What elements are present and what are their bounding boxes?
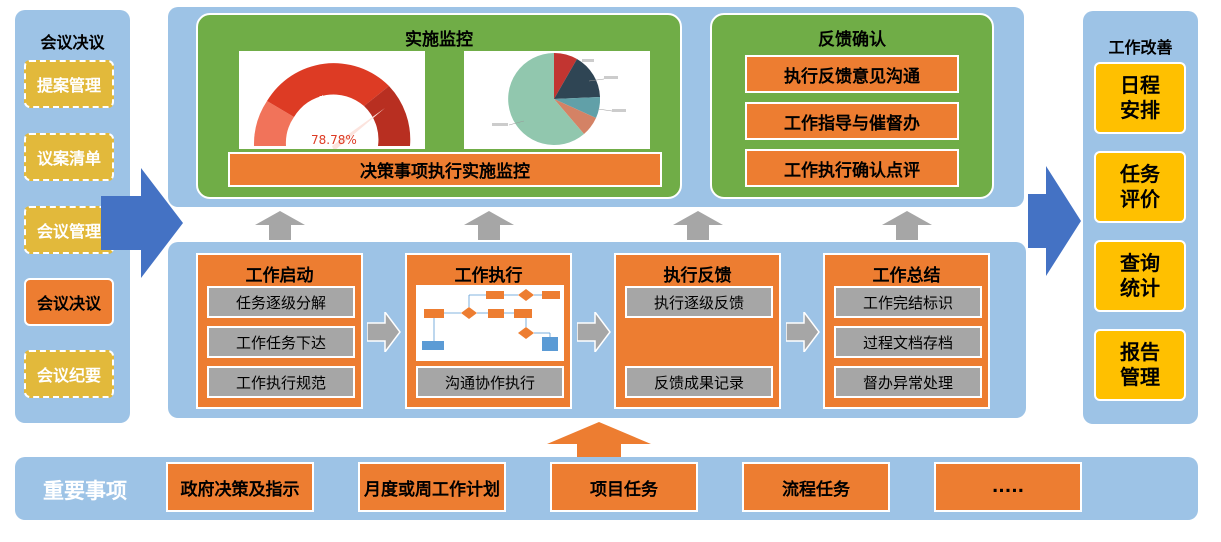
monitor-title: 实施监控 xyxy=(405,30,473,50)
pie-chart xyxy=(464,51,650,149)
arrow-up-icon xyxy=(255,211,305,240)
flowchart-thumbnail xyxy=(416,285,564,361)
left-panel-title: 会议决议 xyxy=(40,33,105,52)
step-item-feedback-record[interactable]: 反馈成果记录 xyxy=(625,366,773,398)
work-guidance-button[interactable]: 工作指导与催督办 xyxy=(745,102,959,140)
arrow-up-icon xyxy=(673,211,723,240)
left-item-motion-list[interactable]: 议案清单 xyxy=(24,133,114,181)
feedback-communication-button[interactable]: 执行反馈意见沟通 xyxy=(745,55,959,93)
decision-monitor-button[interactable]: 决策事项执行实施监控 xyxy=(228,152,662,187)
feedback-panel: 反馈确认 执行反馈意见沟通 工作指导与催督办 工作执行确认点评 xyxy=(710,13,994,199)
right-item-query-statistics[interactable]: 查询统计 xyxy=(1094,240,1186,312)
step-work-execution: 工作执行 xyxy=(405,253,572,409)
step-title: 工作启动 xyxy=(245,266,314,286)
right-panel-title: 工作改善 xyxy=(1108,38,1173,57)
gauge-center-label: 完成率 xyxy=(319,94,340,103)
arrow-up-icon xyxy=(547,422,651,462)
bottom-item-more[interactable]: ..... xyxy=(934,462,1082,512)
step-item-completion-mark[interactable]: 工作完结标识 xyxy=(834,286,982,318)
right-item-task-evaluation[interactable]: 任务评价 xyxy=(1094,151,1186,223)
bottom-item-work-plan[interactable]: 月度或周工作计划 xyxy=(358,462,506,512)
arrow-right-icon xyxy=(101,168,183,278)
step-item-work-standard[interactable]: 工作执行规范 xyxy=(207,366,355,398)
bottom-item-government-decisions[interactable]: 政府决策及指示 xyxy=(166,462,314,512)
step-item-exception-handling[interactable]: 督办异常处理 xyxy=(834,366,982,398)
left-item-meeting-minutes[interactable]: 会议纪要 xyxy=(24,350,114,398)
work-confirmation-button[interactable]: 工作执行确认点评 xyxy=(745,149,959,187)
arrow-right-icon xyxy=(1028,166,1081,276)
step-title: 工作总结 xyxy=(872,266,941,286)
step-item-feedback-levels[interactable]: 执行逐级反馈 xyxy=(625,286,773,318)
arrow-up-icon xyxy=(882,211,932,240)
left-item-meeting-resolution[interactable]: 会议决议 xyxy=(24,278,114,326)
right-item-report-management[interactable]: 报告管理 xyxy=(1094,329,1186,401)
bottom-item-process-tasks[interactable]: 流程任务 xyxy=(742,462,890,512)
left-panel: 会议决议 提案管理 议案清单 会议管理 会议决议 会议纪要 xyxy=(15,10,130,423)
bottom-panel-title: 重要事项 xyxy=(43,479,127,503)
bottom-item-project-tasks[interactable]: 项目任务 xyxy=(550,462,698,512)
step-title: 执行反馈 xyxy=(663,266,732,286)
step-work-summary: 工作总结 工作完结标识 过程文档存档 督办异常处理 xyxy=(823,253,990,409)
right-panel: 工作改善 日程安排 任务评价 查询统计 报告管理 xyxy=(1083,11,1198,424)
step-title: 工作执行 xyxy=(454,266,523,286)
gauge-chart: 完成率 78.78% xyxy=(239,51,425,151)
arrow-up-icon xyxy=(464,211,514,240)
left-item-proposal-management[interactable]: 提案管理 xyxy=(24,60,114,108)
arrow-right-icon xyxy=(577,312,611,352)
step-item-task-dispatch[interactable]: 工作任务下达 xyxy=(207,326,355,358)
right-item-schedule[interactable]: 日程安排 xyxy=(1094,62,1186,134)
gauge-value: 78.78% xyxy=(311,133,357,147)
monitor-panel: 实施监控 完成率 78.78% xyxy=(196,13,682,199)
step-item-archive[interactable]: 过程文档存档 xyxy=(834,326,982,358)
step-item-collaboration[interactable]: 沟通协作执行 xyxy=(416,366,564,398)
arrow-right-icon xyxy=(367,312,401,352)
feedback-title: 反馈确认 xyxy=(818,30,886,50)
arrow-right-icon xyxy=(786,312,820,352)
step-item-task-decomposition[interactable]: 任务逐级分解 xyxy=(207,286,355,318)
step-execution-feedback: 执行反馈 执行逐级反馈 反馈成果记录 xyxy=(614,253,781,409)
step-work-start: 工作启动 任务逐级分解 工作任务下达 工作执行规范 xyxy=(196,253,363,409)
